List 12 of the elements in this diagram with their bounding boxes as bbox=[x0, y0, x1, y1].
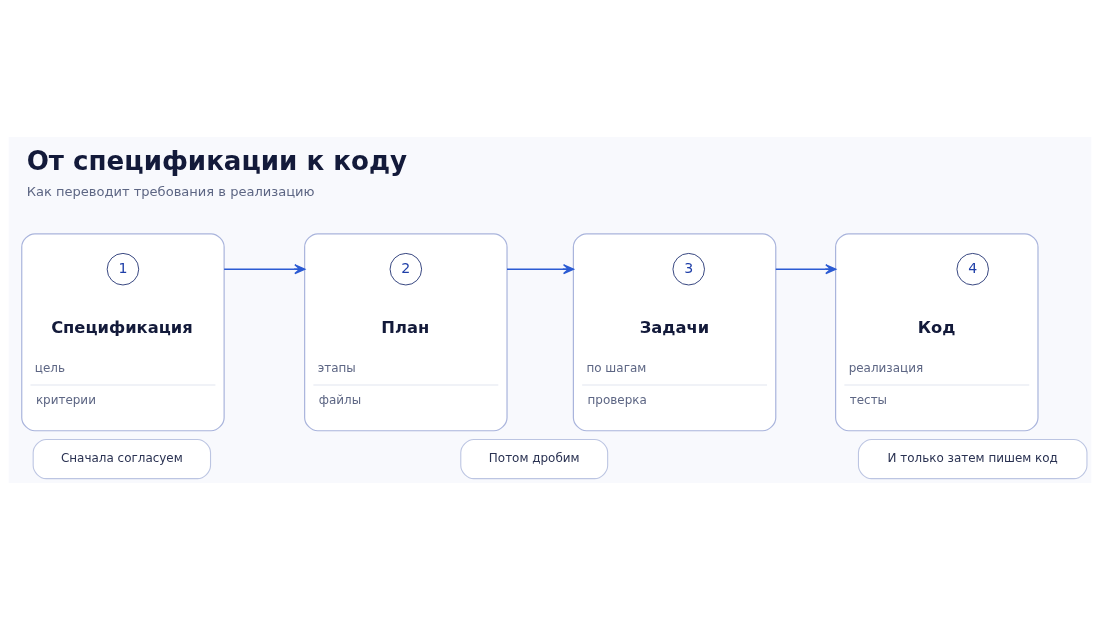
arrow bbox=[223, 263, 306, 274]
arrow bbox=[506, 263, 575, 274]
node-circle: 4 bbox=[956, 252, 989, 285]
node-circle: 1 bbox=[106, 252, 140, 285]
arrow bbox=[775, 263, 837, 274]
caption: Как переводит требования в реализацию bbox=[26, 183, 315, 199]
node-circle: 3 bbox=[672, 252, 705, 285]
diagram-title: От спецификации к коду bbox=[26, 145, 408, 176]
node-box: Сначала согласуем bbox=[32, 438, 212, 479]
node-circle: 2 bbox=[389, 252, 423, 285]
node-box: И только затем пишем код bbox=[857, 438, 1088, 479]
node-box: Потом дробим bbox=[460, 438, 609, 479]
